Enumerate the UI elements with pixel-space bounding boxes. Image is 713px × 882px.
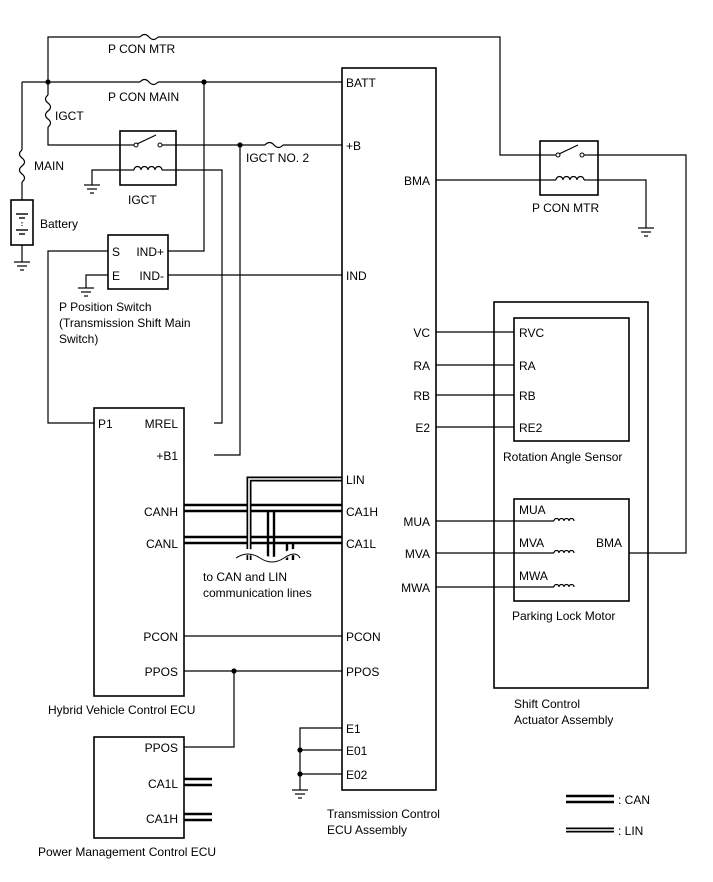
pps-pin-ind-plus: IND+ bbox=[136, 245, 164, 259]
sensor-pin-ra: RA bbox=[519, 359, 536, 373]
tcu-pin-ra: RA bbox=[413, 359, 430, 373]
tcu-pin-ca1l: CA1L bbox=[346, 537, 376, 551]
fuse-icon bbox=[18, 149, 26, 183]
fuse-p-con-mtr-label: P CON MTR bbox=[108, 42, 175, 56]
ground-icon bbox=[84, 184, 100, 194]
relay-igct-label: IGCT bbox=[128, 193, 157, 207]
tcu-pin-ind: IND bbox=[346, 269, 367, 283]
tcu-pin-lin: LIN bbox=[346, 473, 365, 487]
ground-icon bbox=[14, 261, 30, 271]
comm-buses bbox=[184, 476, 342, 822]
sensor-pin-re2: RE2 bbox=[519, 421, 543, 435]
ground-icon bbox=[292, 789, 308, 799]
hv-pin-ppos: PPOS bbox=[145, 665, 178, 679]
motor-title: Parking Lock Motor bbox=[512, 609, 615, 623]
hv-pin-b1: +B1 bbox=[156, 449, 178, 463]
tcu-title-line1: Transmission Control bbox=[327, 807, 440, 821]
sensor-pin-rvc: RVC bbox=[519, 326, 544, 340]
legend: : CAN : LIN bbox=[566, 793, 650, 838]
relay-p-con-mtr-label: P CON MTR bbox=[532, 201, 599, 215]
pps-title-line1: P Position Switch bbox=[59, 300, 152, 314]
motor-coil-icon bbox=[514, 517, 575, 522]
hv-pin-mrel: MREL bbox=[145, 417, 179, 431]
fuse-icon bbox=[139, 33, 159, 41]
tcu-pin-ppos: PPOS bbox=[346, 665, 379, 679]
tcu-pin-mwa: MWA bbox=[401, 581, 430, 595]
motor-pin-mwa: MWA bbox=[519, 569, 548, 583]
battery-icon bbox=[10, 199, 34, 246]
tcu-pin-ca1h: CA1H bbox=[346, 505, 378, 519]
tcu-pin-pcon: PCON bbox=[346, 630, 381, 644]
pm-ecu-title: Power Management Control ECU bbox=[38, 845, 216, 859]
wires bbox=[21, 36, 687, 790]
motor-coil-icon bbox=[514, 583, 575, 588]
pps-pin-ind-minus: IND- bbox=[139, 269, 164, 283]
tcu-pin-e02: E02 bbox=[346, 768, 368, 782]
tcu-pin-b: +B bbox=[346, 139, 361, 153]
tcu-pin-mva: MVA bbox=[405, 547, 430, 561]
fuse-icon bbox=[139, 78, 159, 86]
hv-pin-pcon: PCON bbox=[143, 630, 178, 644]
comm-note-line2: communication lines bbox=[203, 586, 312, 600]
comm-note-line1: to CAN and LIN bbox=[203, 570, 287, 584]
fuse-igct-label: IGCT bbox=[55, 109, 84, 123]
fuse-main-label: MAIN bbox=[34, 159, 64, 173]
pps-title-line3: Switch) bbox=[59, 332, 98, 346]
motor-pin-mva: MVA bbox=[519, 536, 544, 550]
sensor-box bbox=[513, 317, 630, 442]
pm-pin-ca1l: CA1L bbox=[148, 777, 178, 791]
actuator-box bbox=[493, 301, 649, 689]
p-position-switch-box bbox=[107, 234, 169, 290]
tcu-pin-batt: BATT bbox=[346, 76, 376, 90]
hv-pin-canh: CANH bbox=[144, 505, 178, 519]
motor-coil-icon bbox=[514, 549, 575, 554]
pm-pin-ppos: PPOS bbox=[145, 741, 178, 755]
igct-relay bbox=[119, 130, 177, 186]
fuse-p-con-main-label: P CON MAIN bbox=[108, 90, 179, 104]
pps-title-line2: (Transmission Shift Main bbox=[59, 316, 191, 330]
hv-ecu-box bbox=[93, 407, 185, 697]
p-con-mtr-relay bbox=[539, 140, 599, 196]
motor-pin-bma: BMA bbox=[596, 536, 622, 550]
pm-pin-ca1h: CA1H bbox=[146, 812, 178, 826]
tcu-pin-e1: E1 bbox=[346, 722, 361, 736]
hv-ecu-title: Hybrid Vehicle Control ECU bbox=[48, 703, 195, 717]
fuse-icon bbox=[44, 94, 52, 128]
fuse-igct-no2-label: IGCT NO. 2 bbox=[246, 151, 309, 165]
pps-pin-s: S bbox=[112, 245, 120, 259]
tcu-pin-rb: RB bbox=[413, 389, 430, 403]
actuator-title-line2: Actuator Assembly bbox=[514, 713, 613, 727]
tcu-pin-vc: VC bbox=[413, 326, 430, 340]
fuse-icon bbox=[264, 141, 284, 149]
sensor-pin-rb: RB bbox=[519, 389, 536, 403]
motor-pin-mua: MUA bbox=[519, 503, 546, 517]
tcu-pin-e01: E01 bbox=[346, 744, 368, 758]
ground-icon bbox=[78, 287, 94, 297]
tcu-title-line2: ECU Assembly bbox=[327, 823, 407, 837]
tcu-pin-bma: BMA bbox=[404, 174, 430, 188]
tcu-pin-mua: MUA bbox=[403, 515, 430, 529]
pm-ecu-box bbox=[93, 736, 185, 839]
tcu-pin-e2: E2 bbox=[415, 421, 430, 435]
pps-pin-e: E bbox=[112, 269, 120, 283]
legend-lin: : LIN bbox=[618, 824, 643, 838]
hv-pin-canl: CANL bbox=[146, 537, 178, 551]
tcu-box bbox=[341, 67, 437, 791]
legend-can: : CAN bbox=[618, 793, 650, 807]
ground-icon bbox=[638, 227, 654, 237]
hv-pin-p1: P1 bbox=[98, 417, 113, 431]
battery-label: Battery bbox=[40, 217, 78, 231]
sensor-title: Rotation Angle Sensor bbox=[503, 450, 622, 464]
actuator-title-line1: Shift Control bbox=[514, 697, 580, 711]
